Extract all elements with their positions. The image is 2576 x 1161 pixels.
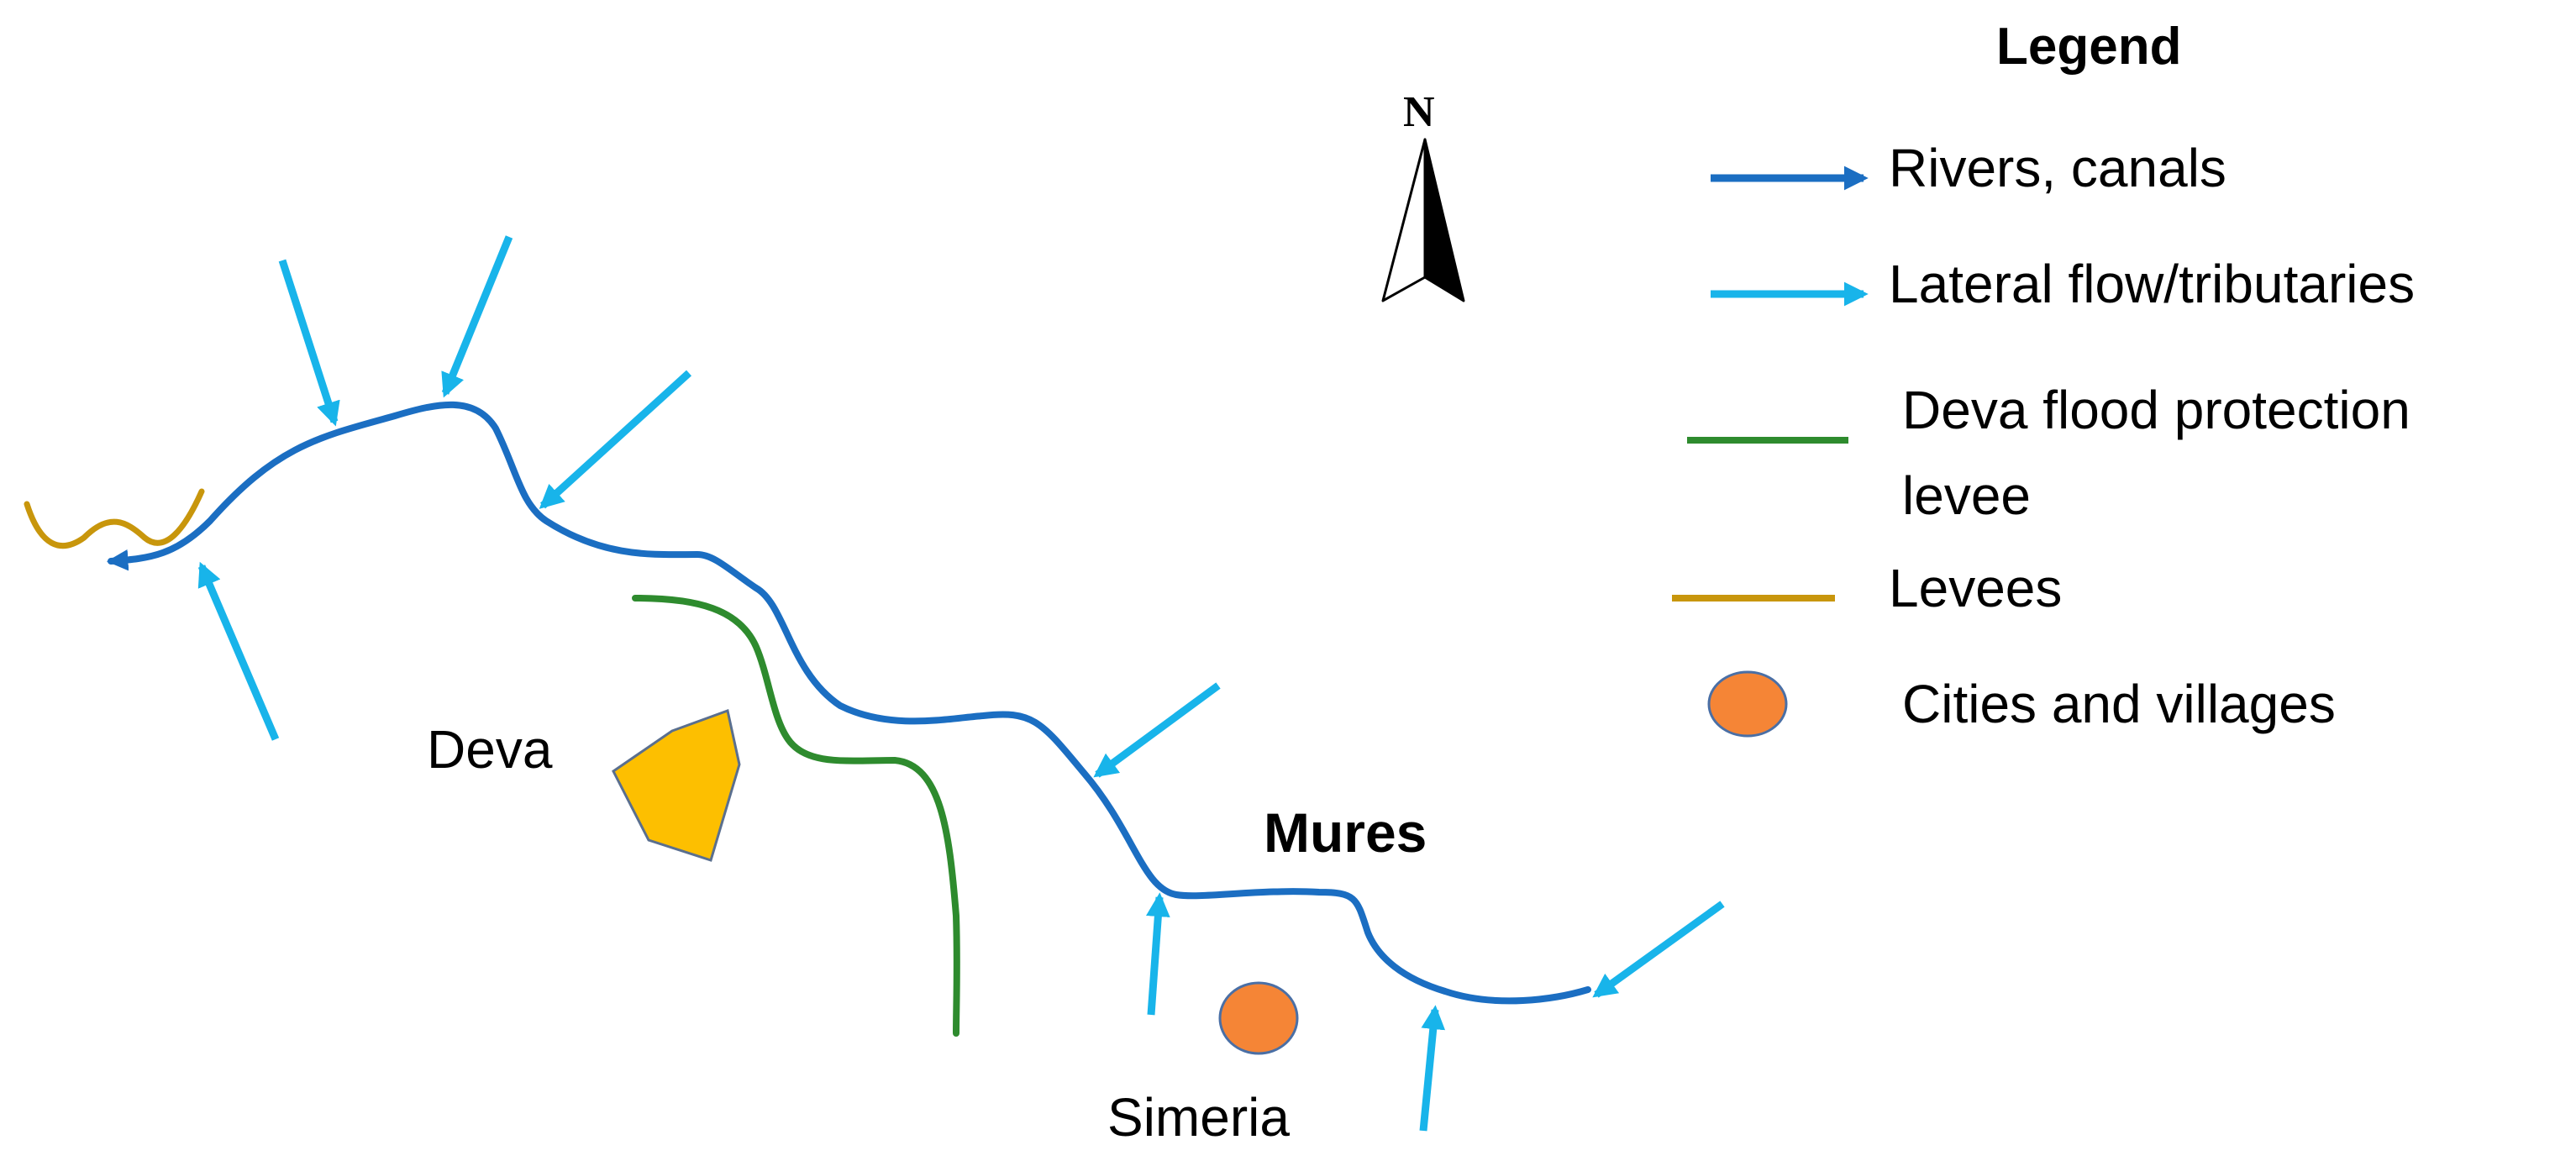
tributary-arrow	[1093, 682, 1221, 778]
legend-item-cities: Cities and villages	[1707, 670, 2336, 738]
deva-label: Deva	[427, 719, 553, 780]
mures-river	[106, 401, 1591, 1005]
north-arrow: N	[1381, 88, 1465, 302]
legend-item-rivers: Rivers, canals	[1711, 138, 2226, 198]
north-label: N	[1403, 88, 1435, 136]
simeria-city-marker	[1218, 981, 1299, 1055]
tributary-arrow	[441, 235, 513, 398]
tributary-arrow	[197, 561, 280, 741]
legend-deva-levee-label-line2: levee	[1902, 465, 2031, 526]
tributary-arrow	[278, 259, 340, 427]
legend-item-levees: Levees	[1672, 558, 2062, 618]
legend-item-deva-levee: Deva flood protection levee	[1687, 380, 2410, 526]
legend-item-lateral-flow: Lateral flow/tributaries	[1711, 254, 2415, 314]
legend-levees-label: Levees	[1889, 558, 2062, 618]
legend-rivers-label: Rivers, canals	[1889, 138, 2226, 198]
tributary-arrow	[1592, 901, 1725, 998]
deva-city-polygon	[612, 709, 741, 862]
legend-cities-symbol	[1707, 670, 1788, 738]
levee-line	[24, 488, 205, 549]
mures-label: Mures	[1264, 801, 1427, 864]
legend-title: Legend	[1996, 18, 2181, 76]
legend: Legend Rivers, canals Lateral flow/tribu…	[1672, 18, 2415, 738]
tributary-arrow	[1419, 1005, 1446, 1132]
tributary-arrow	[1145, 892, 1170, 1016]
simeria-label: Simeria	[1107, 1087, 1290, 1148]
tributary-arrow	[539, 370, 692, 509]
north-arrow-right-half	[1423, 138, 1465, 302]
legend-lateral-label: Lateral flow/tributaries	[1889, 254, 2415, 314]
tributary-arrows	[197, 235, 1725, 1132]
legend-deva-levee-label-line1: Deva flood protection	[1902, 380, 2410, 440]
legend-cities-label: Cities and villages	[1902, 674, 2336, 734]
north-arrow-left-half	[1381, 138, 1427, 302]
deva-flood-protection-levee	[632, 595, 960, 1037]
